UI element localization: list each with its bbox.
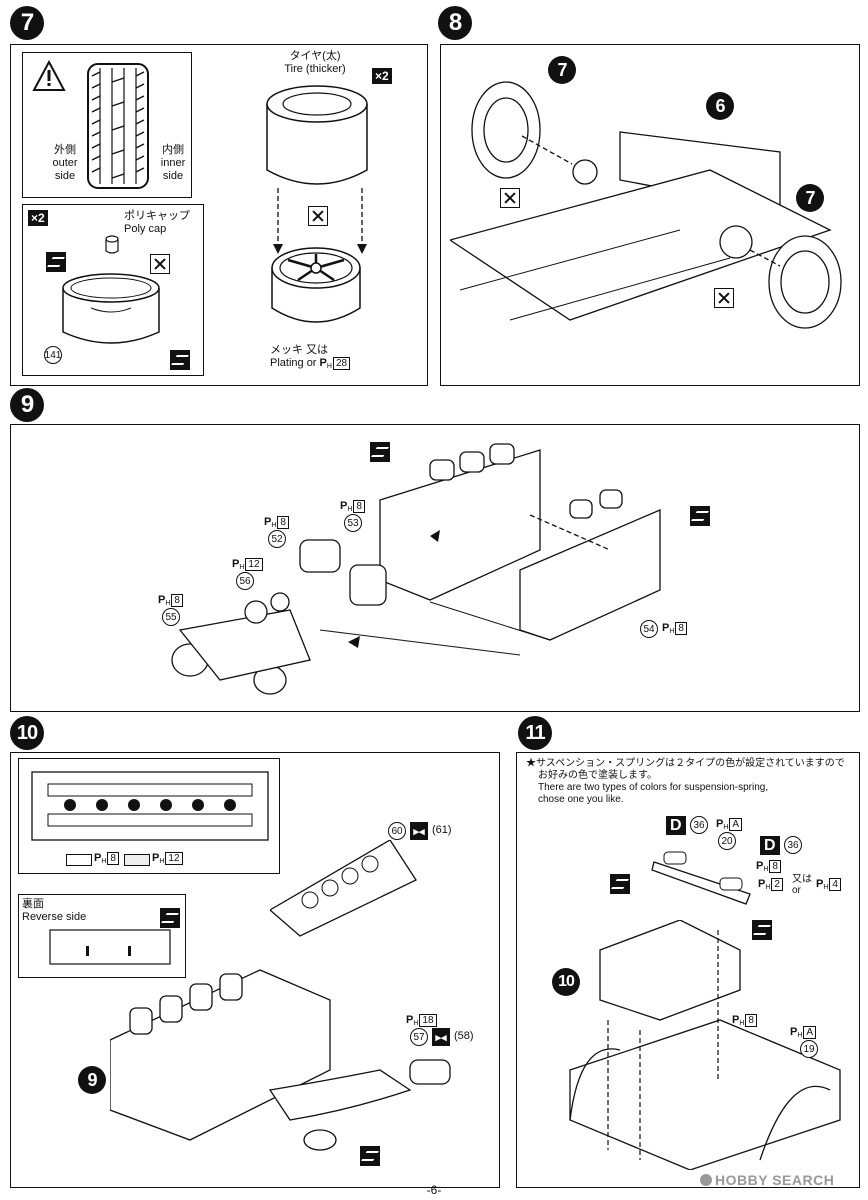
rear-suspension-illustration: [651, 851, 751, 905]
page-number: -6-: [426, 1183, 442, 1197]
glue-icon: [360, 1146, 380, 1166]
watermark-logo: HOBBY SEARCH: [700, 1172, 834, 1188]
no-glue-icon: [500, 188, 520, 208]
part-60-callout: 60: [388, 822, 406, 840]
part-19-callout: 19: [800, 1040, 818, 1058]
glue-icon: [160, 908, 180, 928]
step-7-number: 7: [10, 6, 44, 40]
glue-icon: [752, 920, 772, 940]
reverse-side-illustration: [49, 929, 171, 965]
step-11-number: 11: [518, 716, 552, 750]
tire-label: タイヤ(太)Tire (thicker): [284, 50, 346, 75]
no-glue-icon: [714, 288, 734, 308]
part-6-callout: 6: [706, 92, 734, 120]
part-52-callout: 52: [268, 530, 286, 548]
no-glue-icon: [308, 206, 328, 226]
part-53-callout: 53: [344, 514, 362, 532]
polycap-illustration: [105, 235, 119, 254]
alternate-part-icon: ▸◂: [432, 1028, 450, 1046]
part-141-callout: 141: [44, 346, 62, 364]
engine-into-chassis-illustration: [569, 920, 841, 1170]
part-56-callout: 56: [236, 572, 254, 590]
step-9-number: 9: [10, 388, 44, 422]
watermark-icon: [700, 1174, 712, 1186]
tire-to-wheel-arrows: [273, 188, 367, 254]
decal-36-callout: 36: [784, 836, 802, 854]
decal-36-callout: 36: [690, 816, 708, 834]
warning-icon: [32, 60, 66, 91]
legend-swatch-b: [124, 854, 150, 866]
glue-icon: [46, 252, 66, 272]
tire-illustration: [266, 85, 368, 185]
glue-icon: [610, 874, 630, 894]
part-57-callout: 57: [410, 1028, 428, 1046]
part-9-callout: 9: [78, 1066, 106, 1094]
tire-quantity-badge: ×2: [372, 68, 392, 84]
wheel-quantity-badge: ×2: [28, 210, 48, 226]
part-7-callout: 7: [796, 184, 824, 212]
part-20-callout: 20: [718, 832, 736, 850]
wheel-illustration: [271, 247, 361, 323]
tire-tread-illustration: [87, 63, 149, 189]
part-10-callout: 10: [552, 968, 580, 996]
part-61-label: (61): [432, 824, 452, 836]
step-10-number: 10: [10, 716, 44, 750]
wheel-back-illustration: [62, 273, 160, 344]
part-7-callout: 7: [548, 56, 576, 84]
part-55-callout: 55: [162, 608, 180, 626]
engine-block-illustration: [171, 443, 661, 695]
valve-cover-top-illustration: [31, 771, 269, 841]
part-54-callout: 54: [640, 620, 658, 638]
chassis-rear-illustration: [450, 81, 842, 329]
alternate-part-icon: ▸◂: [410, 822, 428, 840]
step-8-number: 8: [438, 6, 472, 40]
valve-cover-illustration: [270, 840, 417, 937]
no-glue-icon: [150, 254, 170, 274]
decal-d-badge: D: [666, 816, 686, 835]
part-58-label: (58): [454, 1030, 474, 1042]
legend-swatch-a: [66, 854, 92, 866]
glue-icon: [370, 442, 390, 462]
decal-d-badge: D: [760, 836, 780, 855]
spring-color-note: ★サスペンション・スプリングは２タイプの色が設定されていますので お好みの色で塗…: [526, 758, 845, 805]
engine-assembly-illustration: [110, 969, 451, 1151]
glue-icon: [170, 350, 190, 370]
glue-icon: [690, 506, 710, 526]
